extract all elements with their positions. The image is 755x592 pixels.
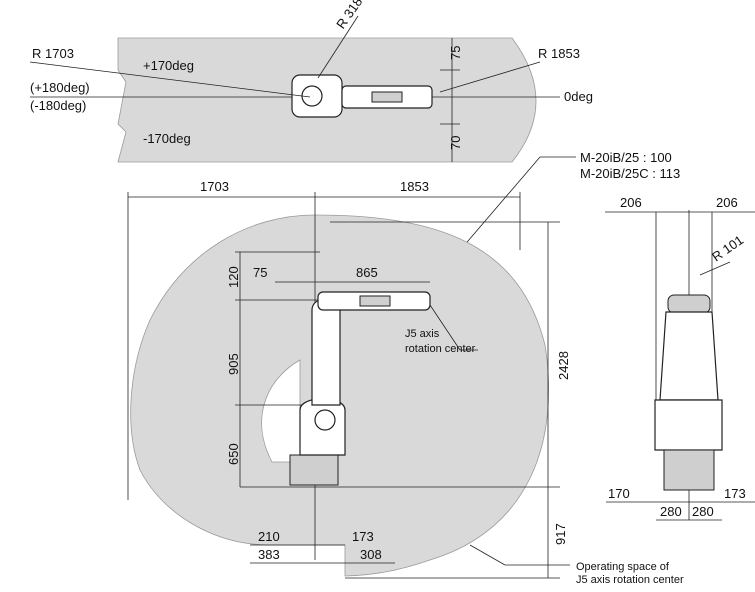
base-dim-308: 308 (360, 547, 382, 562)
side-robot-base (289, 454, 339, 486)
side-dim-917: 917 (553, 523, 568, 545)
front-radius-leader (699, 261, 731, 276)
top-view: R 1703 R 1853 R 318 +170deg -170deg (+18… (29, 0, 593, 163)
offset-75-label: 75 (448, 46, 463, 60)
j5-label-line-1: J5 axis (405, 328, 440, 340)
angle-pos-180: (+180deg) (30, 80, 90, 95)
front-dim-280-right: 280 (692, 504, 714, 519)
front-dim-173: 173 (724, 486, 746, 501)
j5-label-line-2: rotation center (405, 343, 476, 355)
side-dim-2428: 2428 (556, 351, 571, 380)
side-dim-905: 905 (226, 353, 241, 375)
r1853-label: R 1853 (538, 46, 580, 61)
front-robot-j1 (654, 399, 723, 451)
base-dim-210: 210 (258, 529, 280, 544)
base-dim-383: 383 (258, 547, 280, 562)
front-robot-arm (659, 311, 719, 401)
base-dim-173: 173 (352, 529, 374, 544)
front-view: 206 206 R 101 170 173 280 280 (605, 195, 755, 521)
space-label-line-1: Operating space of (576, 561, 670, 573)
side-dim-865: 865 (356, 265, 378, 280)
side-robot-motor (359, 295, 391, 307)
side-dim-75: 75 (253, 265, 267, 280)
top-view-robot-motor (371, 91, 403, 103)
r1703-label: R 1703 (32, 46, 74, 61)
side-dim-1853: 1853 (400, 179, 429, 194)
j5-leader (429, 304, 461, 351)
front-dim-170: 170 (608, 486, 630, 501)
offset-70-label: 70 (448, 136, 463, 150)
angle-neg-180: (-180deg) (30, 98, 86, 113)
model-note-line-1: M-20iB/25 : 100 (580, 150, 672, 165)
model-note-line-2: M-20iB/25C : 113 (580, 166, 680, 181)
front-dim-206-left: 206 (620, 195, 642, 210)
angle-zero: 0deg (564, 89, 593, 104)
side-robot-lower-arm (311, 298, 341, 406)
side-view: 1703 1853 2428 120 75 865 905 650 917 21… (127, 179, 684, 586)
r318-label: R 318 (333, 0, 365, 31)
angle-neg-170: -170deg (143, 131, 191, 146)
front-robot-wrist (667, 294, 711, 314)
front-robot-base (663, 449, 715, 491)
r1853-leader (439, 61, 541, 93)
front-dim-206-right: 206 (716, 195, 738, 210)
space-label-line-2: J5 axis rotation center (576, 574, 684, 586)
side-dim-120: 120 (226, 266, 241, 288)
front-dim-r101: R 101 (709, 232, 746, 264)
space-leader (469, 544, 506, 566)
front-dim-280-left: 280 (660, 504, 682, 519)
r1703-leader (29, 61, 311, 98)
side-robot-j2 (314, 409, 336, 431)
side-dim-1703: 1703 (200, 179, 229, 194)
side-dim-650: 650 (226, 443, 241, 465)
model-note: M-20iB/25 : 100 M-20iB/25C : 113 (431, 150, 680, 284)
angle-pos-170: +170deg (143, 58, 194, 73)
r318-leader (317, 15, 359, 79)
